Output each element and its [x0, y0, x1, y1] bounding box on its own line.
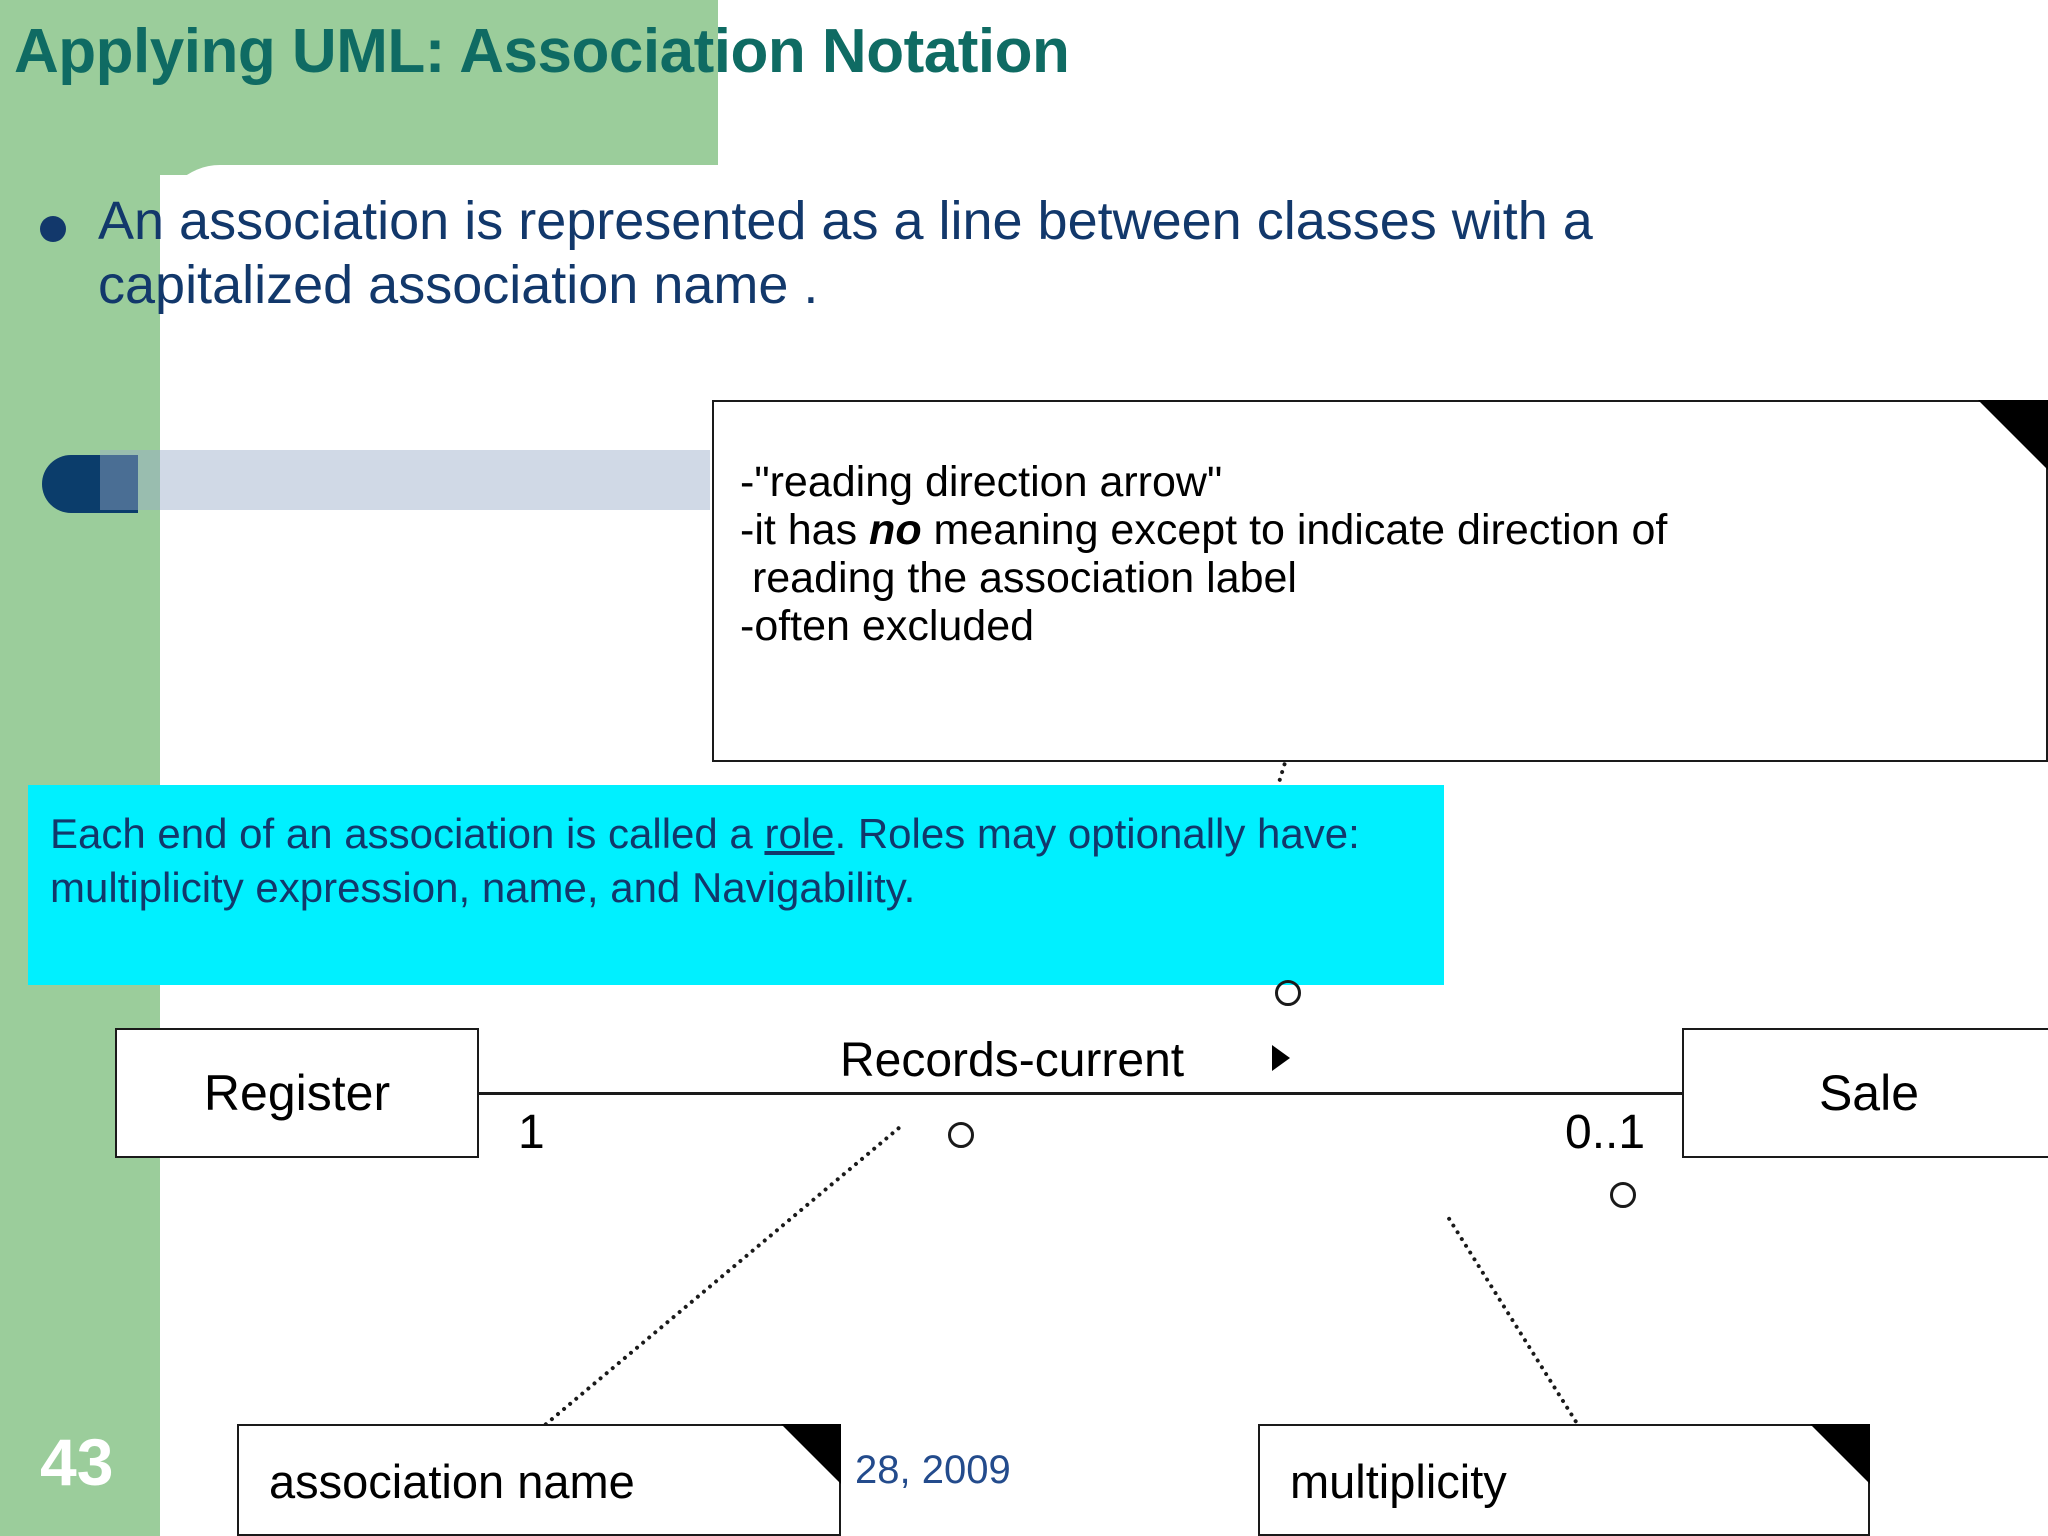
callout-multiplicity-label: multiplicity	[1290, 1455, 1507, 1508]
note-line-3: reading the association label	[740, 554, 1297, 603]
bullet-dot-icon	[40, 216, 66, 242]
leader-dot-association-name	[948, 1122, 974, 1148]
slide-number: 43	[40, 1425, 114, 1499]
callout-association-name: association name	[237, 1424, 841, 1536]
uml-class-sale: Sale	[1682, 1028, 2048, 1158]
role-text-pre: Each end of an association is called a	[50, 810, 765, 857]
role-highlight-box: Each end of an association is called a r…	[28, 785, 1444, 985]
association-line	[479, 1092, 1682, 1095]
note-line-2-post: meaning except to indicate direction of	[921, 506, 1668, 555]
left-green-band	[0, 0, 160, 1536]
reading-direction-arrow-icon	[1272, 1045, 1290, 1071]
decorative-bar-cap	[42, 455, 138, 513]
role-text-post: . Roles may optionally have: multiplicit…	[50, 810, 1360, 911]
uml-class-sale-label: Sale	[1818, 1065, 1920, 1121]
bullet-text: An association is represented as a line …	[98, 191, 1593, 315]
uml-class-register-label: Register	[203, 1065, 391, 1121]
callout-multiplicity: multiplicity	[1258, 1424, 1870, 1536]
uml-class-register: Register	[115, 1028, 479, 1158]
folded-corner-icon	[781, 1424, 841, 1484]
note-line-4: -often excluded	[740, 602, 1035, 651]
multiplicity-right-label: 0..1	[1565, 1106, 1646, 1159]
association-name-label: Records-current	[840, 1034, 1185, 1087]
note-reading-direction-arrow: -"reading direction arrow" -it has no me…	[712, 400, 2048, 762]
note-line-1: -"reading direction arrow"	[740, 458, 1223, 506]
note-line-2: -it has no meaning except to indicate di…	[740, 506, 2046, 554]
note-line-2-emphasis: no	[869, 506, 922, 555]
role-text-underlined: role	[764, 810, 835, 857]
folded-corner-icon	[1978, 400, 2048, 470]
note-line-2-pre: -it has	[740, 506, 870, 555]
role-highlight-text: Each end of an association is called a r…	[50, 807, 1416, 915]
multiplicity-left-label: 1	[518, 1106, 545, 1159]
folded-corner-icon	[1810, 1424, 1870, 1484]
header-green-block	[0, 0, 718, 175]
leader-dot-reading	[1275, 980, 1301, 1006]
page-title: Applying UML: Association Notation	[14, 17, 1070, 86]
leader-dot-multiplicity	[1610, 1182, 1636, 1208]
footer-date: 28, 2009	[855, 1448, 1011, 1492]
decorative-bar-band	[100, 450, 710, 510]
bullet-row: An association is represented as a line …	[40, 190, 1920, 317]
callout-association-name-label: association name	[269, 1455, 635, 1508]
